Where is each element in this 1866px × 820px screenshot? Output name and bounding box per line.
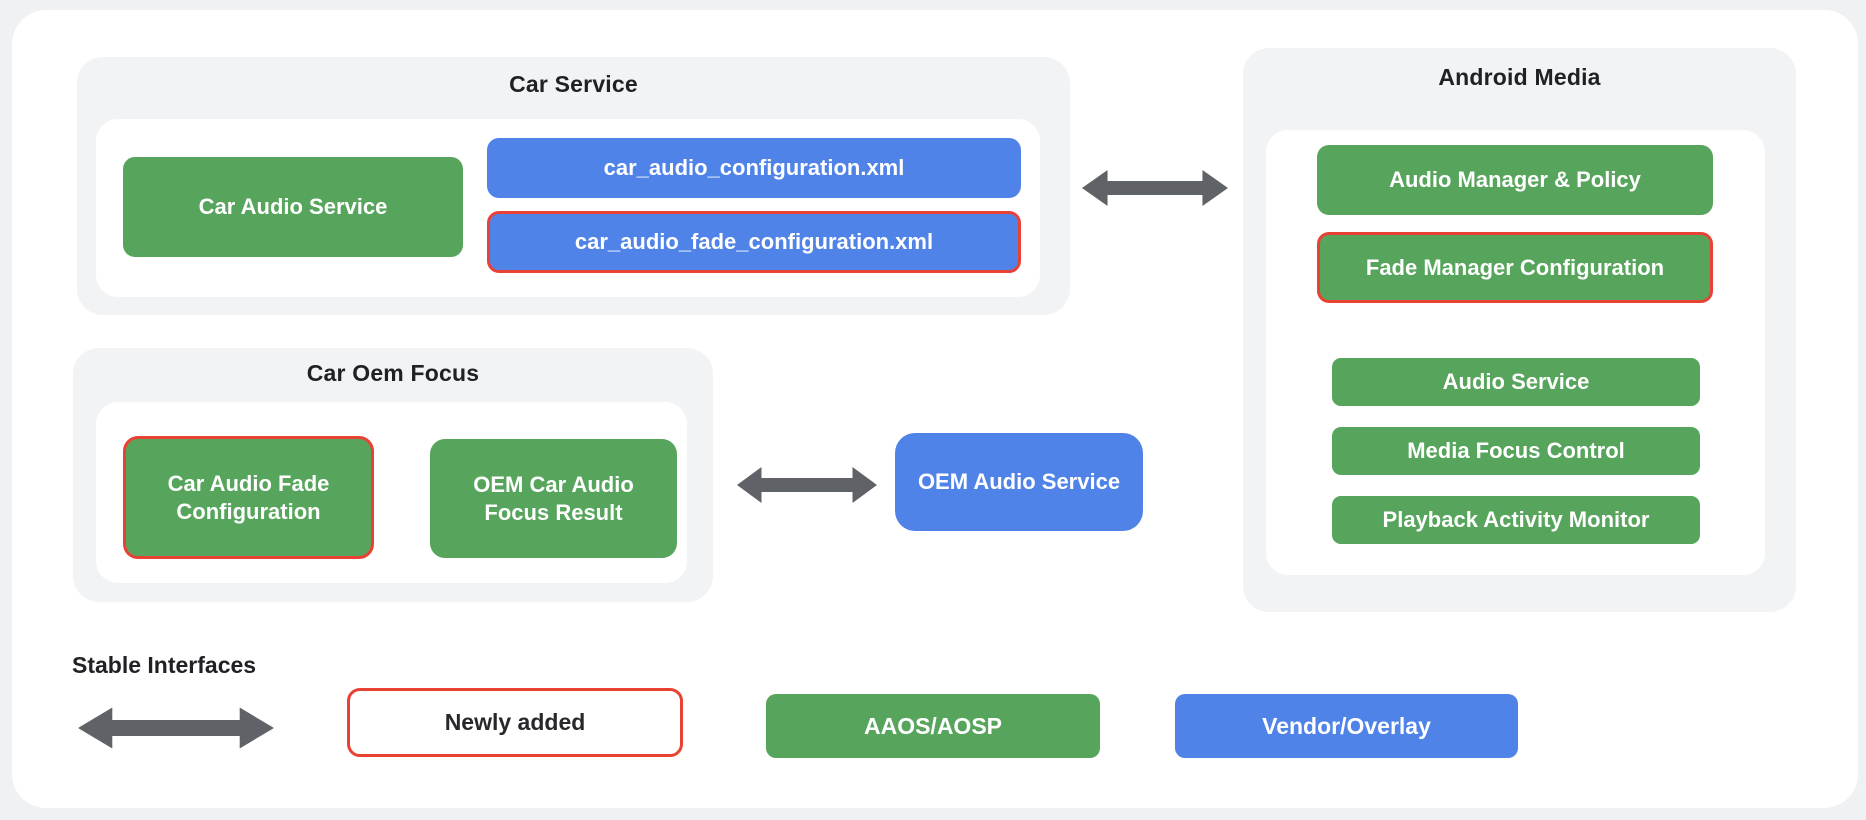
car-service-panel: Car Service Car Audio Service car_audio_… [77, 57, 1070, 315]
stable-interfaces-label: Stable Interfaces [72, 652, 257, 678]
audio-manager-policy-node: Audio Manager & Policy [1317, 145, 1713, 215]
car-oem-focus-inner-group: Car Audio Fade Configuration OEM Car Aud… [96, 402, 687, 583]
android-media-title: Android Media [1438, 64, 1601, 90]
fade-manager-configuration-node: Fade Manager Configuration [1317, 232, 1713, 303]
media-focus-control-node: Media Focus Control [1332, 427, 1700, 475]
oem-car-audio-focus-result-node: OEM Car Audio Focus Result [430, 439, 677, 558]
car-oem-focus-panel: Car Oem Focus Car Audio Fade Configurati… [73, 348, 713, 602]
audio-service-node: Audio Service [1332, 358, 1700, 406]
double-arrow-icon [1082, 166, 1228, 210]
car-audio-fade-configuration-xml-node: car_audio_fade_configuration.xml [487, 211, 1021, 273]
legend-vendor-overlay: Vendor/Overlay [1175, 694, 1518, 758]
android-media-inner-group: Audio Manager & Policy Fade Manager Conf… [1266, 130, 1765, 575]
playback-activity-monitor-node: Playback Activity Monitor [1332, 496, 1700, 544]
car-service-title: Car Service [509, 71, 638, 97]
double-arrow-icon [737, 463, 877, 507]
stable-interfaces-arrow-icon [78, 703, 274, 753]
car-service-inner-group: Car Audio Service car_audio_configuratio… [96, 119, 1040, 297]
legend-aaos-aosp: AAOS/AOSP [766, 694, 1100, 758]
car-audio-service-node: Car Audio Service [123, 157, 463, 257]
android-media-panel: Android Media Audio Manager & Policy Fad… [1243, 48, 1796, 612]
car-audio-configuration-xml-node: car_audio_configuration.xml [487, 138, 1021, 198]
oem-audio-service-node: OEM Audio Service [895, 433, 1143, 531]
car-oem-focus-title: Car Oem Focus [306, 360, 480, 386]
car-audio-fade-configuration-node: Car Audio Fade Configuration [123, 436, 374, 559]
legend-newly-added: Newly added [347, 688, 683, 757]
